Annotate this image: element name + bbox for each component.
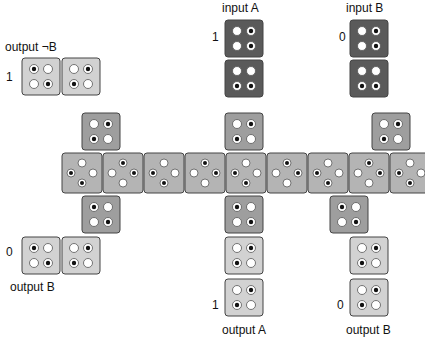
- domino-tile: [225, 279, 263, 316]
- domino-row-tile: [226, 153, 266, 193]
- domino-tile: [350, 60, 388, 97]
- domino-tile: [350, 279, 388, 316]
- domino-tile: [82, 113, 120, 150]
- domino-tile: [350, 20, 388, 57]
- domino-row-tile: [62, 153, 102, 193]
- domino-row-tile: [349, 153, 389, 193]
- domino-row-tile: [144, 153, 184, 193]
- signal-name: output B: [10, 280, 55, 294]
- signal-value: 1: [212, 30, 219, 44]
- domino-row-tile: [185, 153, 225, 193]
- signal-name: output A: [222, 323, 266, 337]
- signal-value: 1: [212, 298, 219, 312]
- domino-tile: [62, 237, 100, 274]
- domino-tile: [225, 60, 263, 97]
- domino-tile: [22, 237, 60, 274]
- domino-tile: [225, 196, 263, 233]
- domino-tile: [372, 113, 410, 150]
- domino-tile: [82, 196, 120, 233]
- domino-row-tile: [103, 153, 143, 193]
- signal-name: input A: [222, 1, 259, 15]
- domino-tile: [62, 58, 100, 95]
- domino-tile: [225, 237, 263, 274]
- signal-name: output ¬B: [5, 40, 57, 54]
- signal-value: 1: [6, 70, 13, 84]
- domino-tile: [225, 20, 263, 57]
- signal-name: output B: [346, 323, 391, 337]
- domino-row-tile: [267, 153, 307, 193]
- domino-tile: [225, 113, 263, 150]
- signal-value: 0: [6, 245, 13, 259]
- domino-tile: [330, 196, 368, 233]
- domino-tile: [22, 58, 60, 95]
- signal-value: 0: [337, 298, 344, 312]
- domino-row-tile: [390, 153, 425, 193]
- domino-row-tile: [308, 153, 348, 193]
- domino-tile: [350, 237, 388, 274]
- signal-name: input B: [346, 1, 383, 15]
- signal-value: 0: [339, 30, 346, 44]
